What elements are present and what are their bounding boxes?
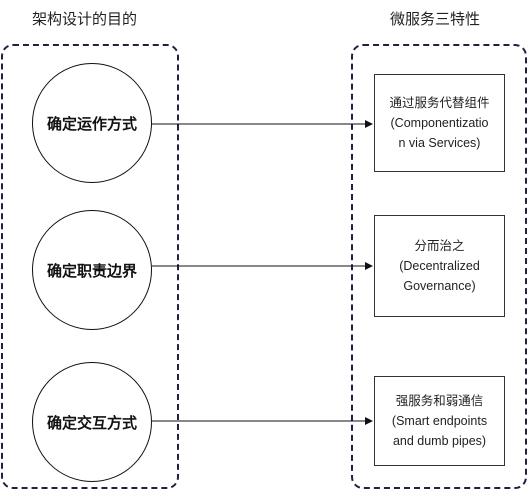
purpose-circle-operation: 确定运作方式 xyxy=(32,63,152,183)
feature-box-line: (Componentizatio xyxy=(390,116,489,130)
feature-box-line: Governance) xyxy=(403,279,476,293)
feature-box-line: (Decentralized xyxy=(399,259,480,273)
feature-box-line: 分而治之 xyxy=(414,239,465,253)
feature-box-line: and dumb pipes) xyxy=(392,434,487,448)
left-column-title: 架构设计的目的 xyxy=(32,11,138,28)
feature-box-decentralized: 分而治之 (Decentralized Governance) xyxy=(374,215,505,317)
feature-box-componentization: 通过服务代替组件 (Componentizatio n via Services… xyxy=(374,74,505,172)
right-column-title: 微服务三特性 xyxy=(390,11,481,28)
purpose-circle-responsibility: 确定职责边界 xyxy=(32,210,152,330)
feature-box-line: 强服务和弱通信 xyxy=(395,394,484,408)
feature-box-line: 通过服务代替组件 xyxy=(389,96,490,110)
purpose-circle-interaction: 确定交互方式 xyxy=(32,362,152,482)
feature-box-line: n via Services) xyxy=(398,136,481,150)
feature-box-line: (Smart endpoints xyxy=(391,414,488,428)
feature-box-smart-endpoints: 强服务和弱通信 (Smart endpoints and dumb pipes) xyxy=(374,376,505,466)
